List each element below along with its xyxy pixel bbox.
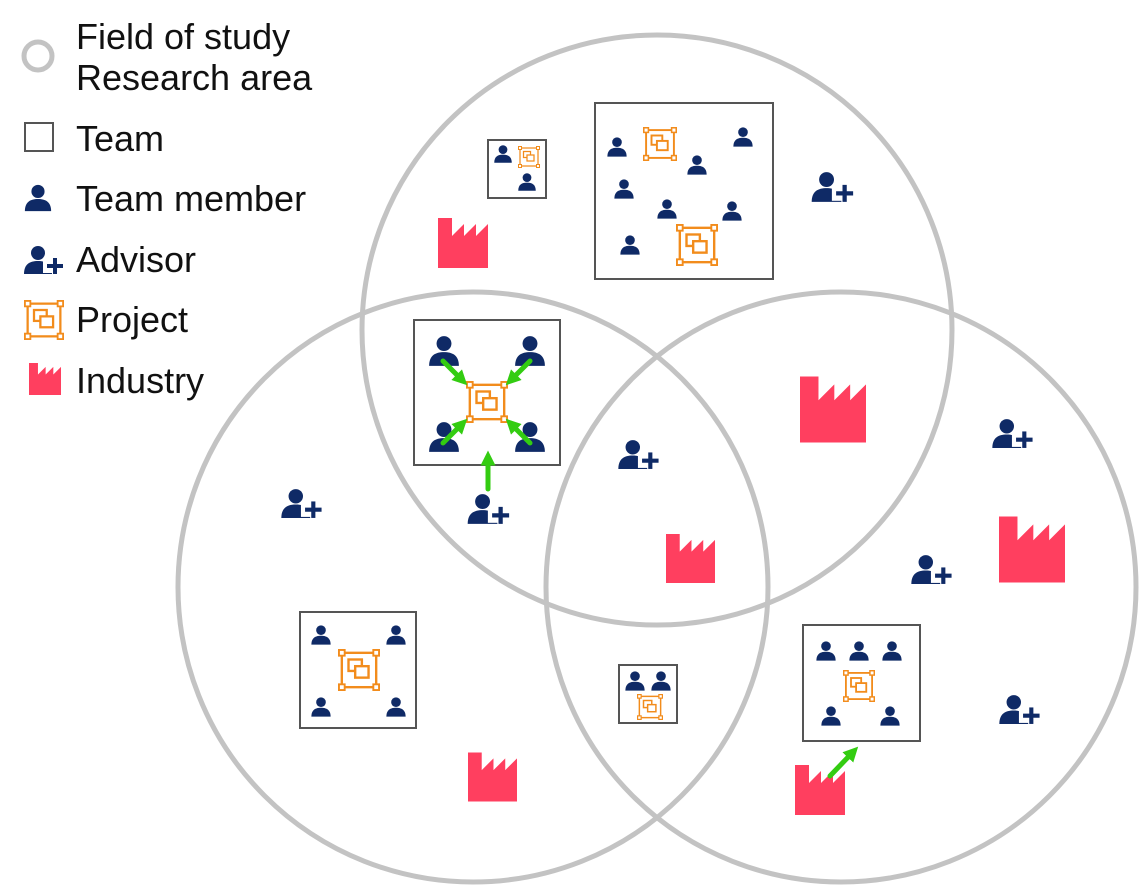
project-icon xyxy=(23,300,65,340)
project-icon xyxy=(517,146,541,168)
factory-icon xyxy=(468,752,517,802)
team-center-bottom xyxy=(618,664,678,724)
person-icon xyxy=(515,422,545,452)
project-icon xyxy=(842,670,876,702)
legend-area-label: Research area xyxy=(76,57,313,98)
team-box xyxy=(594,102,774,280)
arrow xyxy=(505,418,533,446)
field-circle-right xyxy=(543,289,1139,885)
arrows xyxy=(440,358,859,779)
team-large-top xyxy=(594,102,774,280)
arrow xyxy=(440,358,468,386)
team-small-top xyxy=(487,139,547,199)
legend-industry-label: Industry xyxy=(76,360,204,401)
team-center-top xyxy=(413,319,561,466)
arrow xyxy=(440,418,468,446)
person-icon xyxy=(722,201,742,221)
person-icon xyxy=(625,671,645,691)
person-icon xyxy=(733,127,753,147)
person-icon xyxy=(311,697,331,717)
person-icon xyxy=(614,179,634,199)
person-icon xyxy=(386,625,406,645)
person-plus-icon xyxy=(911,555,954,584)
project-icon xyxy=(636,694,664,720)
project-icon xyxy=(642,127,678,161)
person-icon xyxy=(386,697,406,717)
legend-field-label: Field of study xyxy=(76,16,290,57)
person-icon xyxy=(620,235,640,255)
factory-icon xyxy=(666,534,715,583)
legend-advisor-label: Advisor xyxy=(76,239,196,280)
field-circle-left xyxy=(175,289,771,885)
factory-icon xyxy=(800,376,866,443)
person-icon xyxy=(816,641,836,661)
person-plus-icon xyxy=(811,172,856,202)
factory-icon xyxy=(795,765,845,815)
person-icon xyxy=(607,137,627,157)
person-icon xyxy=(880,706,900,726)
arrow xyxy=(505,358,533,386)
project-icon xyxy=(337,649,381,691)
team-box xyxy=(299,611,417,729)
factory-icon xyxy=(29,363,61,395)
legend-project-label: Project xyxy=(76,299,188,340)
team-box xyxy=(618,664,678,724)
person-icon xyxy=(24,184,52,212)
person-icon xyxy=(494,145,512,163)
field-circle-top xyxy=(359,32,955,628)
person-icon xyxy=(657,199,677,219)
project-icon xyxy=(675,224,719,266)
person-plus-icon xyxy=(281,489,324,518)
project-icon xyxy=(465,381,509,423)
person-plus-icon xyxy=(618,440,661,469)
legend: Field of study Research area Team Team m… xyxy=(21,16,313,401)
team-right xyxy=(802,624,921,742)
person-icon xyxy=(882,641,902,661)
person-plus-icon xyxy=(992,419,1035,448)
legend-member-label: Team member xyxy=(76,178,306,219)
team-left xyxy=(299,611,417,729)
factory-icon xyxy=(999,516,1065,583)
person-icon xyxy=(518,173,536,191)
factory-icon xyxy=(438,218,488,268)
person-plus-icon xyxy=(999,695,1042,724)
square-outline-icon xyxy=(24,122,54,152)
team-box xyxy=(487,139,547,199)
person-plus-icon xyxy=(24,246,65,274)
person-icon xyxy=(429,422,459,452)
legend-team-label: Team xyxy=(76,118,164,159)
arrow xyxy=(827,746,859,779)
person-icon xyxy=(651,671,671,691)
person-icon xyxy=(311,625,331,645)
person-plus-icon xyxy=(467,494,512,524)
circle-outline-icon xyxy=(21,39,55,73)
team-box xyxy=(802,624,921,742)
person-icon xyxy=(849,641,869,661)
person-icon xyxy=(687,155,707,175)
person-icon xyxy=(821,706,841,726)
